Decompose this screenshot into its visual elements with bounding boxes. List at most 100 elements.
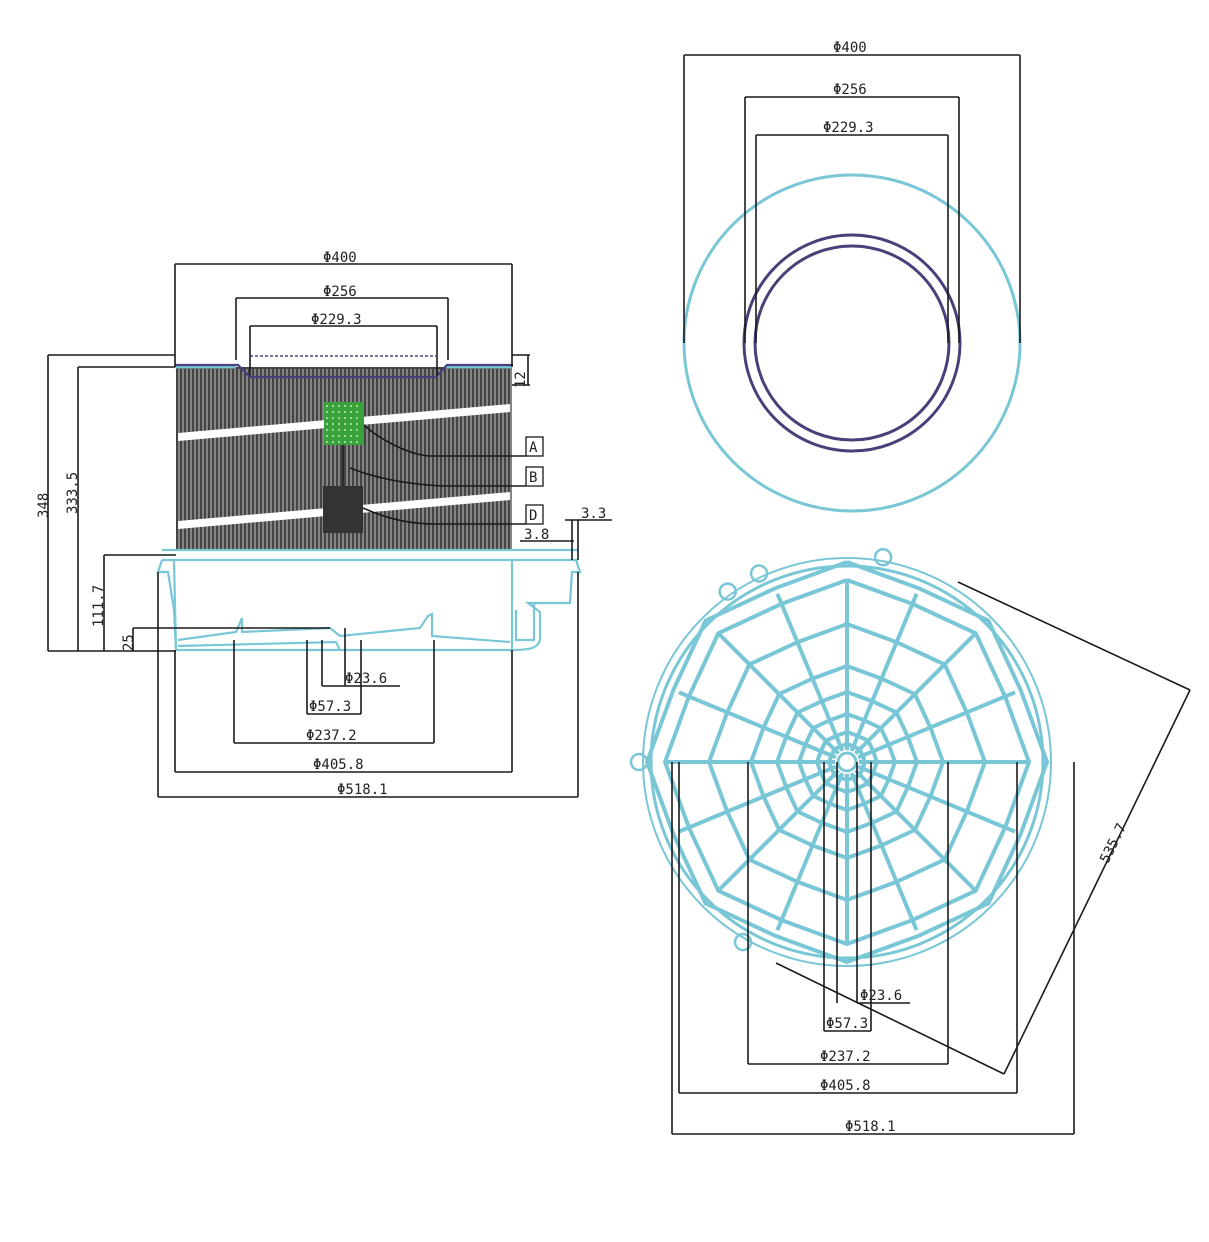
bottom-dim-535-7: 535.7: [1097, 821, 1130, 866]
marker-dot: [356, 417, 358, 419]
side-dim-405-8: Φ405.8: [313, 757, 364, 773]
bottom-base: [156, 548, 582, 652]
marker-dot: [344, 417, 346, 419]
top-seal-outer-circle: [742, 233, 962, 453]
side-dim-3-3: 3.3: [581, 506, 606, 522]
web-spoke: [678, 690, 837, 760]
side-dim-333-5: 333.5: [65, 472, 81, 514]
flange-tab: [718, 582, 737, 601]
web-ring: [644, 560, 1050, 965]
side-dim-outer: Φ400: [323, 250, 357, 266]
label-a: A: [529, 440, 538, 456]
marker-dot: [350, 417, 352, 419]
flange-tab: [873, 547, 893, 567]
marker-dot: [350, 405, 352, 407]
side-dim-518-1: Φ518.1: [337, 782, 388, 798]
marker-dot: [350, 411, 352, 413]
web-spoke: [857, 764, 1016, 834]
marker-dot: [326, 417, 328, 419]
marker-dot: [338, 435, 340, 437]
web-spoke: [849, 772, 919, 931]
marker-dot: [332, 441, 334, 443]
seal-profile: [175, 363, 513, 379]
side-top-dimensions: [174, 263, 513, 376]
marker-dot: [350, 435, 352, 437]
marker-dot: [332, 417, 334, 419]
marker-dot: [338, 417, 340, 419]
bottom-web: [629, 547, 1052, 967]
marker-dot: [332, 405, 334, 407]
side-dim-237-2: Φ237.2: [306, 728, 357, 744]
marker-dot: [356, 411, 358, 413]
marker-dot: [326, 423, 328, 425]
top-outer-circle: [682, 173, 1022, 513]
marker-dot: [356, 435, 358, 437]
web-spoke: [857, 690, 1016, 760]
top-dim-outer: Φ400: [833, 40, 867, 56]
side-dim-348: 348: [36, 493, 52, 518]
marker-a-dots: [326, 405, 358, 443]
side-left-dimensions: [47, 354, 330, 652]
label-boxes: [525, 436, 544, 525]
side-dim-12: 12: [513, 371, 529, 388]
web-spoke: [854, 631, 978, 755]
side-dim-111-7: 111.7: [91, 585, 107, 627]
marker-dot: [344, 441, 346, 443]
top-view: Φ400 Φ256 Φ229.3: [682, 40, 1022, 513]
marker-dot: [356, 441, 358, 443]
web-spoke: [854, 769, 978, 893]
web-spoke: [678, 764, 837, 834]
bottom-dim-237-2: Φ237.2: [820, 1049, 871, 1065]
marker-dot: [344, 411, 346, 413]
web-spoke: [716, 769, 840, 893]
marker-dot: [356, 429, 358, 431]
marker-dot: [344, 405, 346, 407]
marker-dot: [326, 405, 328, 407]
web-spoke: [849, 593, 919, 752]
bottom-dim-57-3: Φ57.3: [826, 1016, 868, 1032]
marker-dot: [326, 429, 328, 431]
top-dim-seal-outer: Φ256: [833, 82, 867, 98]
marker-dot: [350, 441, 352, 443]
label-d: D: [529, 508, 537, 524]
bottom-dim-23-6: Φ23.6: [860, 988, 902, 1004]
flange-tab: [749, 564, 769, 583]
side-right-dimensions: [512, 354, 612, 560]
bottom-view: 535.7 Φ23.6 Φ57.3 Φ237.2 Φ405.8 Φ518.1: [629, 547, 1191, 1135]
top-dim-seal-inner: Φ229.3: [823, 120, 874, 136]
side-dim-57-3: Φ57.3: [309, 699, 351, 715]
bottom-dim-518-1: Φ518.1: [845, 1119, 896, 1135]
marker-dot: [338, 411, 340, 413]
web-spoke: [775, 772, 845, 931]
flange-tab: [629, 752, 649, 772]
side-dim-seal-inner: Φ229.3: [311, 312, 362, 328]
web-spoke: [775, 593, 845, 752]
top-dimensions: [683, 54, 1021, 343]
side-bottom-dimensions: [157, 572, 579, 798]
bottom-dimensions: [671, 581, 1191, 1135]
marker-dot: [332, 411, 334, 413]
marker-dot: [344, 423, 346, 425]
marker-dot: [326, 411, 328, 413]
side-dim-seal-outer: Φ256: [323, 284, 357, 300]
bottom-hub: [836, 751, 858, 773]
marker-d: [323, 486, 363, 533]
marker-dot: [326, 441, 328, 443]
marker-dot: [326, 435, 328, 437]
marker-dot: [350, 429, 352, 431]
marker-dot: [356, 405, 358, 407]
marker-dot: [332, 423, 334, 425]
leaders: [349, 424, 526, 525]
side-dim-23-6: Φ23.6: [345, 671, 387, 687]
marker-dot: [338, 429, 340, 431]
side-view: A B D Φ400 Φ256 Φ229.3 12 3.: [36, 250, 612, 798]
marker-dot: [344, 435, 346, 437]
side-dim-25: 25: [121, 634, 137, 651]
marker-dot: [338, 423, 340, 425]
top-seal-inner-circle: [753, 244, 951, 442]
marker-dot: [356, 423, 358, 425]
marker-a: [324, 402, 364, 445]
flange-tab: [733, 932, 753, 952]
marker-dot: [338, 441, 340, 443]
